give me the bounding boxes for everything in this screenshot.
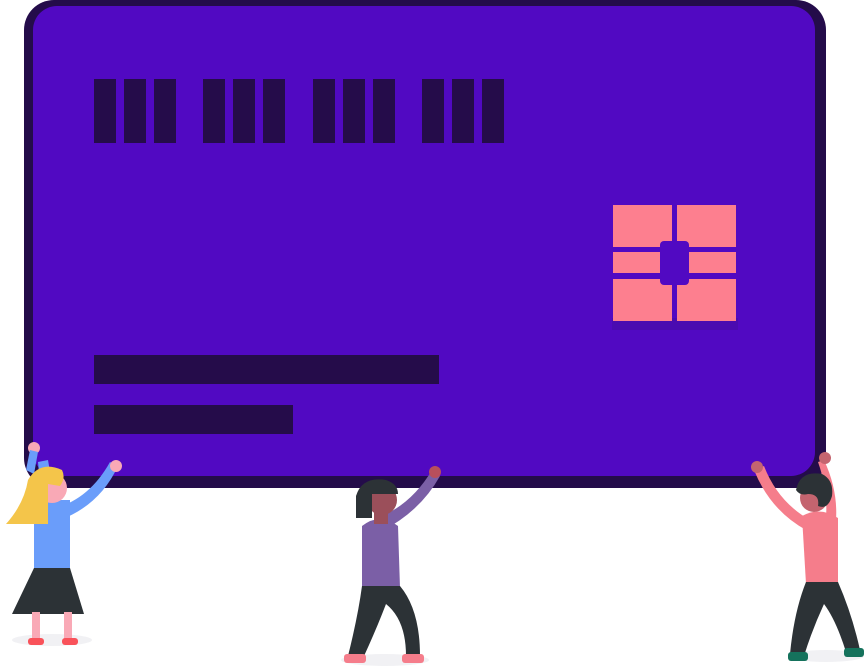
number-mark: [263, 79, 285, 143]
chip-quad: [613, 252, 660, 273]
chip-quad: [613, 279, 672, 321]
torso: [802, 511, 838, 584]
number-mark: [343, 79, 365, 143]
number-mark: [482, 79, 504, 143]
card-chip: [612, 205, 738, 330]
legs: [790, 582, 860, 656]
hair: [356, 479, 398, 518]
shoe: [28, 638, 44, 645]
hair: [6, 466, 64, 524]
arm: [378, 470, 440, 532]
legs: [348, 586, 420, 656]
left-arm: [754, 466, 810, 530]
hand: [819, 452, 831, 464]
credit-card: [24, 0, 826, 488]
number-mark: [233, 79, 255, 143]
person-center-purple-shirt: [341, 466, 441, 666]
number-mark: [313, 79, 335, 143]
person-right-pink-shirt: [751, 452, 864, 662]
hand: [429, 466, 441, 478]
person-left-blue-shirt: [6, 442, 122, 646]
card-expiry-line: [94, 405, 293, 434]
shoe: [788, 652, 808, 661]
number-mark: [203, 79, 225, 143]
chip-quad: [613, 205, 672, 247]
chip-quad: [677, 279, 736, 321]
upper-arm-left: [26, 450, 38, 474]
hand: [751, 461, 763, 473]
card-number-marks: [94, 79, 504, 143]
hand: [110, 460, 122, 472]
leg: [32, 612, 40, 640]
shoe: [62, 638, 78, 645]
number-mark: [452, 79, 474, 143]
number-mark: [154, 79, 176, 143]
torso: [362, 519, 400, 588]
number-mark: [373, 79, 395, 143]
number-mark: [94, 79, 116, 143]
chip-center: [660, 241, 689, 285]
right-arm: [56, 462, 118, 520]
shoe: [402, 654, 424, 663]
chip-quad: [689, 252, 736, 273]
shoe: [844, 648, 864, 657]
number-mark: [422, 79, 444, 143]
shoe: [344, 654, 366, 663]
shadow: [12, 634, 92, 646]
chip-quad: [677, 205, 736, 247]
leg: [64, 612, 72, 640]
skirt: [12, 568, 84, 614]
hair: [796, 473, 833, 507]
number-mark: [124, 79, 146, 143]
card-name-line: [94, 355, 439, 384]
